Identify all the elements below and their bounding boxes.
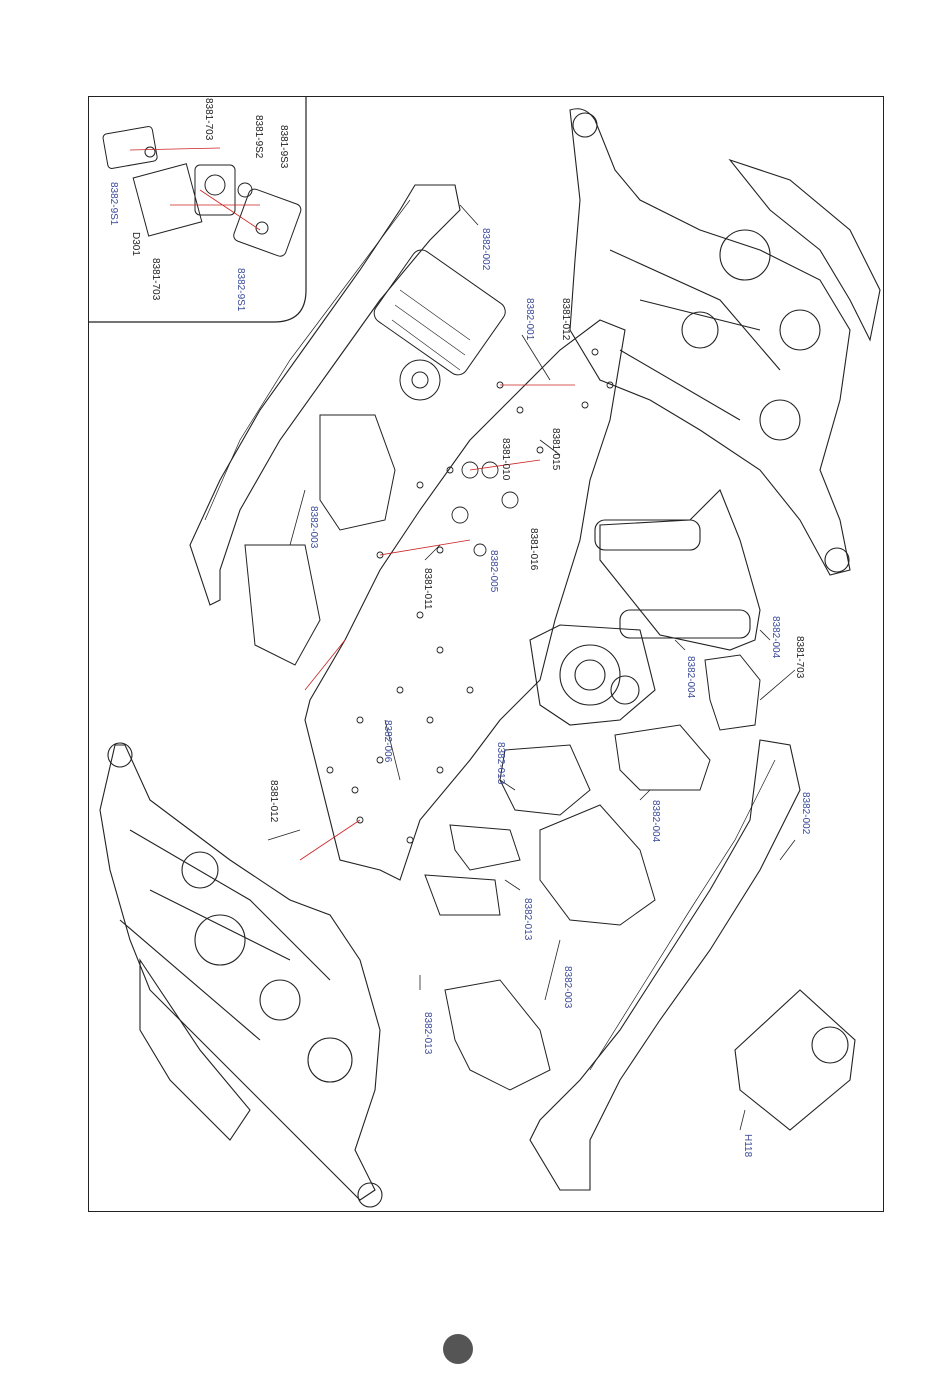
callout-8382-9s1-inset-b: 8382-9S1 — [235, 268, 245, 311]
callout-8381-703: 8381-703 — [794, 636, 804, 678]
callout-8381-012-top: 8381-012 — [560, 298, 570, 340]
callout-8382-004-b: 8382-004 — [685, 656, 695, 698]
gearbox — [530, 625, 655, 725]
callout-8382-002-bottom: 8382-002 — [800, 792, 810, 834]
side-cover-bottom — [445, 805, 655, 1090]
callout-8382-001: 8382-001 — [524, 298, 534, 340]
callout-8381-010: 8381-010 — [500, 438, 510, 480]
callout-8381-9s3: 8381-9S3 — [278, 125, 288, 168]
callout-8382-006: 8382-006 — [382, 720, 392, 762]
callout-8382-013-a: 8382-013 — [495, 742, 505, 784]
chassis-plate — [305, 320, 625, 880]
side-cover-left — [245, 415, 395, 665]
callout-8382-003-bottom: 8382-003 — [562, 966, 572, 1008]
esc-unit — [735, 990, 855, 1130]
leader-lines — [268, 205, 795, 1130]
callout-8381-703-inset: 8381-703 — [203, 98, 213, 140]
plate-red-guides — [300, 385, 575, 860]
callout-8382-003-left: 8382-003 — [308, 506, 318, 548]
rear-linkage — [595, 490, 760, 650]
inset-border — [88, 96, 306, 322]
callout-8382-004-c: 8382-004 — [650, 800, 660, 842]
callout-8381-016: 8381-016 — [528, 528, 538, 570]
side-rail-top — [190, 185, 460, 605]
callout-8381-012-bottom: 8381-012 — [268, 780, 278, 822]
front-suspension-assembly — [570, 109, 880, 575]
callout-8382-004-a: 8382-004 — [770, 616, 780, 658]
callout-d301: D301 — [130, 232, 140, 256]
callout-8381-9s2: 8381-9S2 — [253, 115, 263, 158]
callout-8382-9s1-inset-a: 8382-9S1 — [108, 182, 118, 225]
callout-8382-013-c: 8382-013 — [422, 1012, 432, 1054]
battery-holder-a — [425, 745, 590, 915]
side-rail-bottom — [530, 740, 800, 1190]
callout-8382-005: 8382-005 — [488, 550, 498, 592]
callout-h118: H118 — [742, 1134, 752, 1157]
callout-8381-703-inset-b: 8381-703 — [150, 258, 160, 300]
rear-suspension-assembly — [100, 743, 382, 1207]
callout-8381-011: 8381-011 — [422, 568, 432, 610]
page-number-dot — [443, 1334, 473, 1364]
callout-8382-002-top: 8382-002 — [480, 228, 490, 270]
callout-8381-015: 8381-015 — [550, 428, 560, 470]
plate-screws — [327, 349, 613, 843]
callout-8382-013-b: 8382-013 — [522, 898, 532, 940]
